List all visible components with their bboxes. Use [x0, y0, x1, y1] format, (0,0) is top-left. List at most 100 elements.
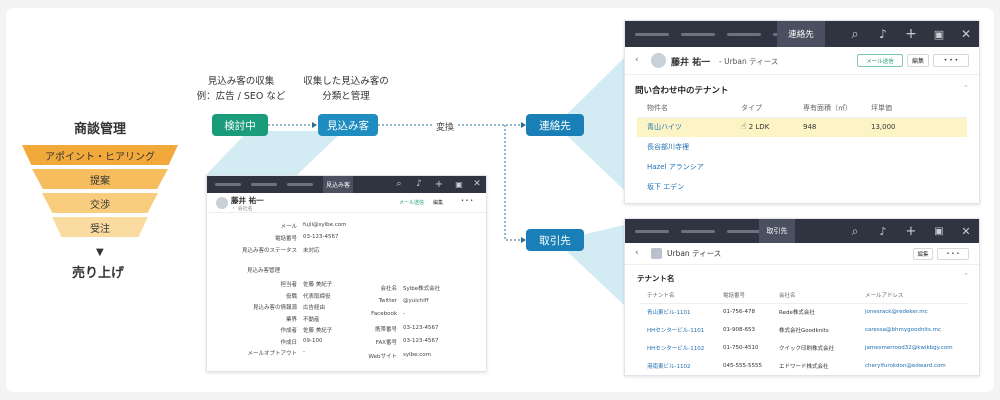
column-header[interactable]: 会社名 — [779, 292, 796, 299]
property-link[interactable]: 長谷部川寺裡 — [647, 143, 689, 151]
field-value: Sylbe株式会社 — [403, 286, 441, 292]
table-row[interactable]: 青山ハイツ ☝ 2 LDK 948 13,000 — [637, 117, 967, 137]
tenant-link[interactable]: HHセンタービル-1101 — [647, 328, 705, 334]
funnel-stage-appointment: アポイント・ヒアリング — [22, 145, 178, 165]
arrowhead-icon — [521, 237, 526, 243]
bell-icon[interactable]: ♪ — [879, 27, 887, 41]
node-prospect: 見込み客 — [318, 114, 378, 136]
collapse-icon[interactable]: ⌃ — [963, 84, 969, 92]
edit-button[interactable]: 編集 — [913, 248, 933, 260]
section-title: 問い合わせ中のテナント — [635, 86, 729, 96]
field-value: 03-123-4567 — [303, 234, 339, 240]
column-header[interactable]: 専有面積（㎡） — [803, 103, 852, 112]
edge-prospect-account — [504, 125, 520, 241]
tenant-phone: 01-908-653 — [723, 327, 755, 333]
field-label: 携帯番号 — [374, 326, 397, 333]
tools-icon[interactable]: ✕ — [473, 179, 481, 189]
subsection-title: 見込み客管理 — [247, 268, 281, 274]
calendar-icon[interactable]: ▣ — [934, 225, 944, 237]
funnel-title: 商談管理 — [74, 122, 127, 137]
column-header[interactable]: 電話番号 — [723, 292, 746, 299]
tenant-link[interactable]: 港南東ビル-1102 — [647, 364, 691, 370]
field-value: @yuichiff — [403, 297, 429, 304]
tab-contacts[interactable]: 連絡先 — [777, 21, 825, 47]
field-label: Facebook — [371, 311, 397, 317]
note-collect: 見込み客の収集 例：広告 / SEO など — [196, 76, 286, 102]
bell-icon[interactable]: ♪ — [879, 224, 887, 238]
tools-icon[interactable]: ✕ — [961, 224, 971, 238]
more-button[interactable]: • • • — [461, 198, 474, 204]
tenant-link[interactable]: 青山東ビル-1101 — [647, 310, 691, 317]
record-company: - Urban ティース — [719, 57, 779, 66]
tenant-link[interactable]: HHセンタービル-1102 — [647, 346, 705, 352]
bell-icon[interactable]: ♪ — [416, 179, 422, 189]
pointer-icon: ☝ — [741, 122, 747, 133]
tab-prospect[interactable]: 見込み客 — [323, 176, 353, 193]
back-icon[interactable]: ‹ — [635, 248, 639, 258]
property-link[interactable]: 青山ハイツ — [637, 117, 741, 137]
add-icon[interactable]: + — [434, 178, 444, 190]
field-value: 広告経由 — [303, 305, 326, 311]
tab-accounts[interactable]: 取引先 — [759, 219, 795, 243]
collapse-icon[interactable]: ⌃ — [963, 272, 969, 280]
tenant-company: エドワード株式会社 — [779, 364, 829, 370]
column-header[interactable]: 物件名 — [647, 103, 668, 112]
prospect-record-window: 見込み客 ⌕ ♪ + ▣ ✕ 藤井 祐一 ・ 会社名 メール送信 編集 • • … — [206, 175, 487, 372]
more-button[interactable]: • • • — [933, 54, 969, 67]
search-icon[interactable]: ⌕ — [851, 223, 859, 238]
building-icon — [651, 248, 662, 259]
tools-icon[interactable]: ✕ — [960, 27, 972, 41]
record-subtitle: ・ 会社名 — [231, 206, 253, 212]
field-value: 不動産 — [303, 316, 320, 323]
more-button[interactable]: • • • — [937, 248, 969, 260]
send-mail-button[interactable]: メール送信 — [399, 200, 425, 206]
calendar-icon[interactable]: ▣ — [455, 179, 463, 189]
property-link[interactable]: Hazel アランシア — [647, 163, 704, 171]
column-header[interactable]: 坪単価 — [871, 103, 892, 112]
property-area: 948 — [803, 117, 871, 137]
table-row[interactable]: HHセンタービル-1102 01-750-4510 クイック印刷株式会社 jam… — [639, 339, 969, 357]
add-icon[interactable]: + — [905, 223, 917, 239]
contact-record-window: 連絡先 ⌕ ♪ + ▣ ✕ ‹ 藤井 祐一 - Urban ティース メール送信… — [624, 20, 980, 204]
tenant-phone: 045-555-5555 — [723, 363, 762, 369]
table-row[interactable]: Hazel アランシア — [637, 157, 967, 177]
account-record-window: 取引先 ⌕ ♪ + ▣ ✕ ‹ Urban ティース 編集 • • • テナント… — [624, 218, 980, 376]
tenant-email[interactable]: caressa@bhmygoodnits.mc — [865, 327, 941, 333]
table-row[interactable]: 港南東ビル-1102 045-555-5555 エドワード株式会社 cheryl… — [639, 357, 969, 375]
edge-label-convert: 変換 — [434, 120, 457, 133]
column-header[interactable]: メールアドレス — [865, 292, 904, 299]
search-icon[interactable]: ⌕ — [851, 26, 859, 42]
table-row[interactable]: 坂下 エデン — [637, 177, 967, 197]
record-name: 藤井 祐一 — [671, 58, 711, 68]
add-icon[interactable]: + — [905, 26, 917, 42]
table-row[interactable]: 長谷部川寺裡 — [637, 137, 967, 157]
field-value: 09-100 — [303, 337, 323, 344]
tenant-email[interactable]: jamesmerrood32@kwikbgy.com — [865, 345, 953, 351]
tenant-phone: 01-750-4510 — [723, 345, 759, 351]
property-link[interactable]: 坂下 エデン — [647, 183, 685, 191]
field-label: 会社名 — [380, 286, 397, 292]
field-label: メール — [280, 224, 297, 230]
property-price: 13,000 — [871, 117, 967, 137]
table-row[interactable]: 青山東ビル-1101 01-756-478 Rede株式会社 jonesrack… — [639, 303, 969, 321]
prospect-callout — [205, 131, 343, 176]
titlebar: 連絡先 ⌕ ♪ + ▣ ✕ — [625, 21, 979, 47]
calendar-icon[interactable]: ▣ — [933, 27, 945, 41]
send-mail-button[interactable]: メール送信 — [857, 54, 903, 67]
node-contact: 連絡先 — [526, 114, 584, 136]
arrowhead-icon — [521, 122, 526, 128]
tenant-email[interactable]: jonesrack@redeker.mc — [865, 309, 928, 316]
search-icon[interactable]: ⌕ — [396, 179, 402, 189]
tenant-company: Rede株式会社 — [779, 310, 815, 317]
table-row[interactable]: HHセンタービル-1101 01-908-653 株式会社Goodknits c… — [639, 321, 969, 339]
column-header[interactable]: テナント名 — [647, 292, 675, 299]
column-header[interactable]: タイプ — [741, 103, 762, 112]
property-type: ☝ 2 LDK — [741, 117, 803, 137]
tenant-email[interactable]: cherylfurokdon@edward.com — [865, 363, 946, 369]
edit-button[interactable]: 編集 — [433, 200, 444, 206]
arrowhead-icon — [312, 122, 317, 128]
back-icon[interactable]: ‹ — [635, 55, 639, 65]
field-value: fujii@sylbe.com — [303, 222, 347, 228]
titlebar: 見込み客 ⌕ ♪ + ▣ ✕ — [207, 176, 486, 193]
edit-button[interactable]: 編集 — [907, 54, 929, 67]
